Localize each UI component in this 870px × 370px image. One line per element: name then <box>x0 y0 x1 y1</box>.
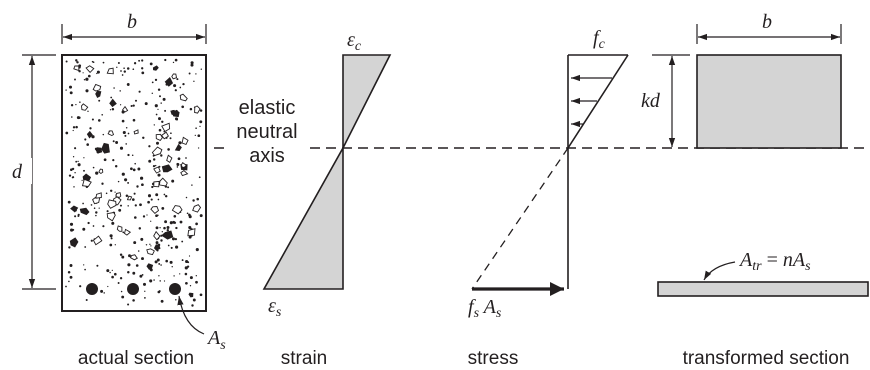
As-leader <box>177 295 205 335</box>
eps-s-label: εs <box>268 295 282 320</box>
b-right-label: b <box>762 11 772 33</box>
neutral-axis-line1: elastic <box>239 97 296 119</box>
kd-label: kd <box>641 90 661 112</box>
caption-strain: strain <box>281 348 327 369</box>
aggregate-texture <box>65 58 203 307</box>
rebar-1 <box>86 283 98 295</box>
caption-transformed-section: transformed section <box>683 348 850 369</box>
caption-actual-section: actual section <box>78 348 194 369</box>
tension-strain-triangle <box>262 144 344 290</box>
neutral-axis-label-bg <box>226 96 304 168</box>
compression-stress-line <box>567 54 629 149</box>
fc-label: fc <box>593 27 606 52</box>
transformed-steel-area <box>657 281 869 297</box>
fsAs-label: fs As <box>468 296 502 321</box>
As-label: As <box>206 327 226 353</box>
captions: actual section strain stress transformed… <box>78 348 850 369</box>
rebar-3 <box>169 283 181 295</box>
eps-c-label: εc <box>347 29 362 54</box>
Atr-leader <box>703 261 736 281</box>
actual-section: b d As <box>8 11 226 353</box>
b-label: b <box>127 11 137 33</box>
tension-extension-dashed <box>471 147 569 290</box>
kd-label-bg <box>638 89 670 113</box>
stress-diagram: fc fs As <box>468 27 629 321</box>
rebar-2 <box>127 283 139 295</box>
compression-strain-triangle <box>342 54 392 149</box>
neutral-axis-label: elastic neutral axis <box>226 96 304 168</box>
d-label-bg <box>8 158 32 184</box>
Atr-label: Atr = nAs <box>738 249 811 274</box>
neutral-axis-line2: neutral <box>236 121 297 143</box>
transformed-section: b kd Atr = nAs <box>638 11 869 297</box>
neutral-axis-line3: axis <box>249 145 285 167</box>
caption-stress: stress <box>468 348 519 369</box>
transformed-concrete-area <box>696 54 842 149</box>
strain-diagram: εc εs <box>262 29 392 320</box>
d-label: d <box>12 161 23 183</box>
